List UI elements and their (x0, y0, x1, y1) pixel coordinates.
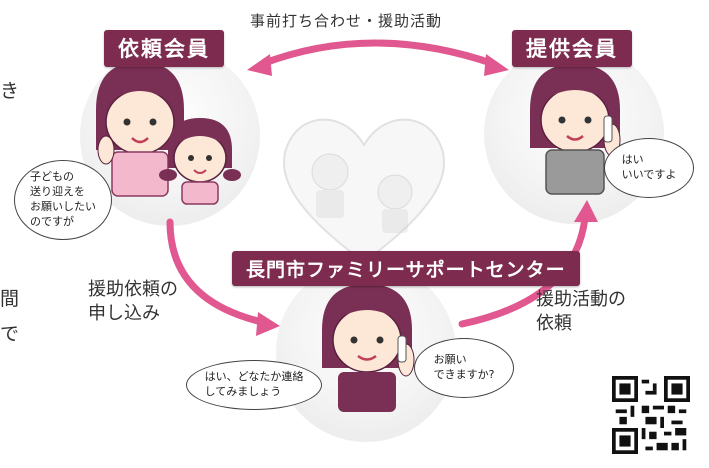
requester-speech-bubble: 子どもの 送り迎えを お願いしたい のですが (14, 160, 112, 240)
heart-illustration (282, 118, 446, 264)
support-center-badge: 長門市ファミリーサポートセンター (232, 251, 580, 286)
center-staff-speech-bubble: はい、どなたか連絡 してみましょう (186, 360, 322, 410)
provider-speech-bubble: はい いいですよ (604, 138, 694, 198)
center-staff-speech-text: はい、どなたか連絡 してみましょう (204, 370, 304, 398)
provider-speech-text: はい いいですよ (621, 153, 677, 181)
provider-figure (530, 64, 621, 195)
center-question-bubble: お願い できますか? (414, 338, 514, 398)
arrow-left-down (166, 218, 266, 326)
side-text-fragment-1: き (0, 80, 20, 102)
center-question-text: お願い できますか? (433, 353, 495, 381)
left-arrow-label: 援助依頼の 申し込み (88, 279, 178, 325)
side-text-fragment-3: で (0, 323, 20, 345)
top-arrow-label: 事前打ち合わせ・援助活動 (250, 12, 443, 30)
requester-badge: 依頼会員 (104, 30, 224, 67)
qr-code-icon (610, 376, 692, 454)
arrow-top-double (258, 39, 498, 68)
requester-mom-figure (96, 62, 184, 197)
right-arrow-label: 援助活動の 依頼 (536, 289, 626, 335)
center-staff-figure (322, 284, 415, 412)
requester-speech-text: 子どもの 送り迎えを お願いしたい のですが (30, 170, 96, 228)
provider-badge: 提供会員 (512, 30, 632, 67)
requester-child-figure (159, 118, 241, 205)
side-text-fragment-2: 間 (0, 288, 20, 310)
